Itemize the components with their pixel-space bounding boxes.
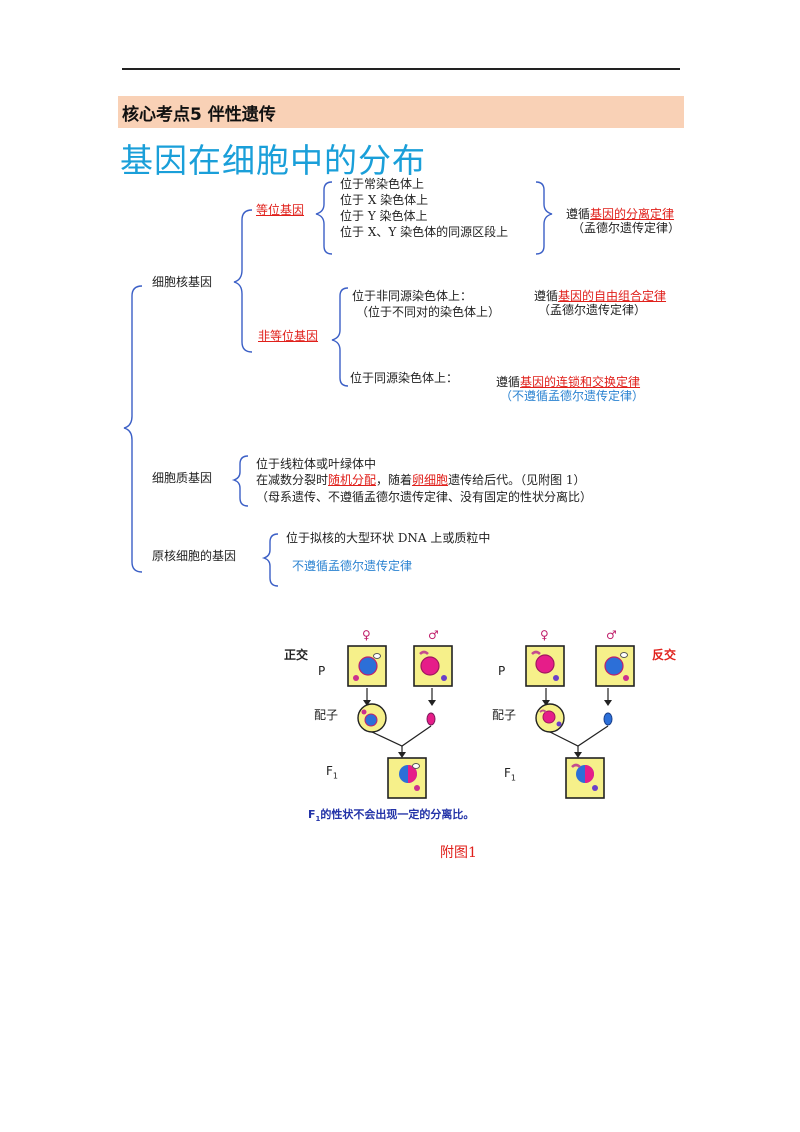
right-cross-label: 反交: [652, 648, 677, 662]
nuclear-bracket: [233, 209, 253, 353]
right-female-symbol: ♀: [540, 628, 549, 642]
nonallelic-a-line-1: 位于非同源染色体上：: [352, 289, 473, 303]
tree-brackets: [123, 181, 553, 587]
left-cross-label: 正交: [284, 648, 309, 662]
left-egg-nucleus: [364, 713, 378, 727]
section-header-bar: [118, 96, 684, 128]
cross-diagram: [347, 645, 635, 799]
left-f1-label: F1: [326, 764, 338, 781]
cytoplasmic-line-3: （母系遗传、不遵循孟德尔遗传定律、没有固定的性状分离比）: [256, 490, 593, 504]
allelic-rule: 遵循基因的分离定律: [566, 207, 675, 221]
prokaryotic-bracket: [261, 533, 279, 587]
left-female-symbol: ♀: [362, 628, 371, 642]
prokaryotic-line-2: 不遵循孟德尔遗传定律: [292, 559, 413, 573]
left-p-female-organelle: [353, 675, 359, 681]
nonallelic-a-line-2: （位于不同对的染色体上）: [356, 305, 501, 319]
main-bracket: [123, 285, 143, 573]
allelic-line-3: 位于 Y 染色体上: [340, 209, 428, 223]
page-title: 基因在细胞中的分布: [120, 141, 426, 180]
allelic-bracket: [315, 181, 333, 255]
right-gamete-label: 配子: [492, 708, 517, 722]
right-p-label: P: [498, 664, 506, 678]
top-rule: [122, 68, 680, 70]
right-egg-nucleus: [542, 710, 556, 724]
cytoplasmic-line-1: 位于线粒体或叶绿体中: [256, 457, 377, 471]
right-p-female-nucleus: [535, 654, 555, 674]
figure-caption: F1的性状不会出现一定的分离比。: [308, 808, 475, 824]
nonallelic-b-line-1: 位于同源染色体上：: [350, 371, 459, 385]
right-sperm: [603, 712, 613, 726]
nonallelic-b-rule: 遵循基因的连锁和交换定律: [496, 375, 641, 389]
left-p-male-chloro: [419, 650, 429, 655]
nonallelic-bracket: [331, 287, 349, 387]
reciprocal-cross-left: [347, 645, 453, 799]
figure-title: 附图1: [440, 845, 477, 861]
allelic-right-bracket: [535, 181, 553, 255]
nonallelic-gene-label: 非等位基因: [258, 329, 319, 343]
left-p-female-mito: [373, 653, 381, 659]
nonallelic-a-rule-note: （孟德尔遗传定律）: [538, 303, 647, 317]
left-p-label: P: [318, 664, 326, 678]
allelic-line-1: 位于常染色体上: [340, 177, 425, 191]
left-p-male-organelle: [441, 675, 447, 681]
left-p-female-nucleus: [358, 656, 378, 676]
allelic-rule-note: （孟德尔遗传定律）: [572, 221, 681, 235]
nonallelic-a-rule: 遵循基因的自由组合定律: [534, 289, 667, 303]
allelic-line-2: 位于 X 染色体上: [340, 193, 429, 207]
section-label: 核心考点5 伴性遗传: [122, 105, 276, 125]
left-sperm: [426, 712, 436, 726]
right-f1-label: F1: [504, 766, 516, 783]
nonallelic-b-rule-note: （不遵循孟德尔遗传定律）: [500, 389, 645, 403]
cytoplasmic-line-2: 在减数分裂时随机分配，随着卵细胞遗传给后代。（见附图 1）: [256, 473, 586, 487]
right-male-symbol: ♂: [606, 628, 617, 642]
prokaryotic-line-1: 位于拟核的大型环状 DNA 上或质粒中: [286, 531, 491, 545]
left-gamete-label: 配子: [314, 708, 339, 722]
allelic-gene-label: 等位基因: [256, 203, 305, 217]
left-male-symbol: ♂: [428, 628, 439, 642]
cytoplasmic-bracket: [231, 455, 249, 507]
left-p-male-nucleus: [420, 656, 440, 676]
reciprocal-cross-right: [525, 645, 635, 799]
nuclear-gene-label: 细胞核基因: [152, 275, 213, 289]
right-p-male-nucleus: [604, 656, 624, 676]
allelic-line-4: 位于 X、Y 染色体的同源区段上: [340, 225, 509, 239]
prokaryotic-gene-label: 原核细胞的基因: [152, 549, 237, 563]
cytoplasmic-gene-label: 细胞质基因: [152, 471, 213, 485]
